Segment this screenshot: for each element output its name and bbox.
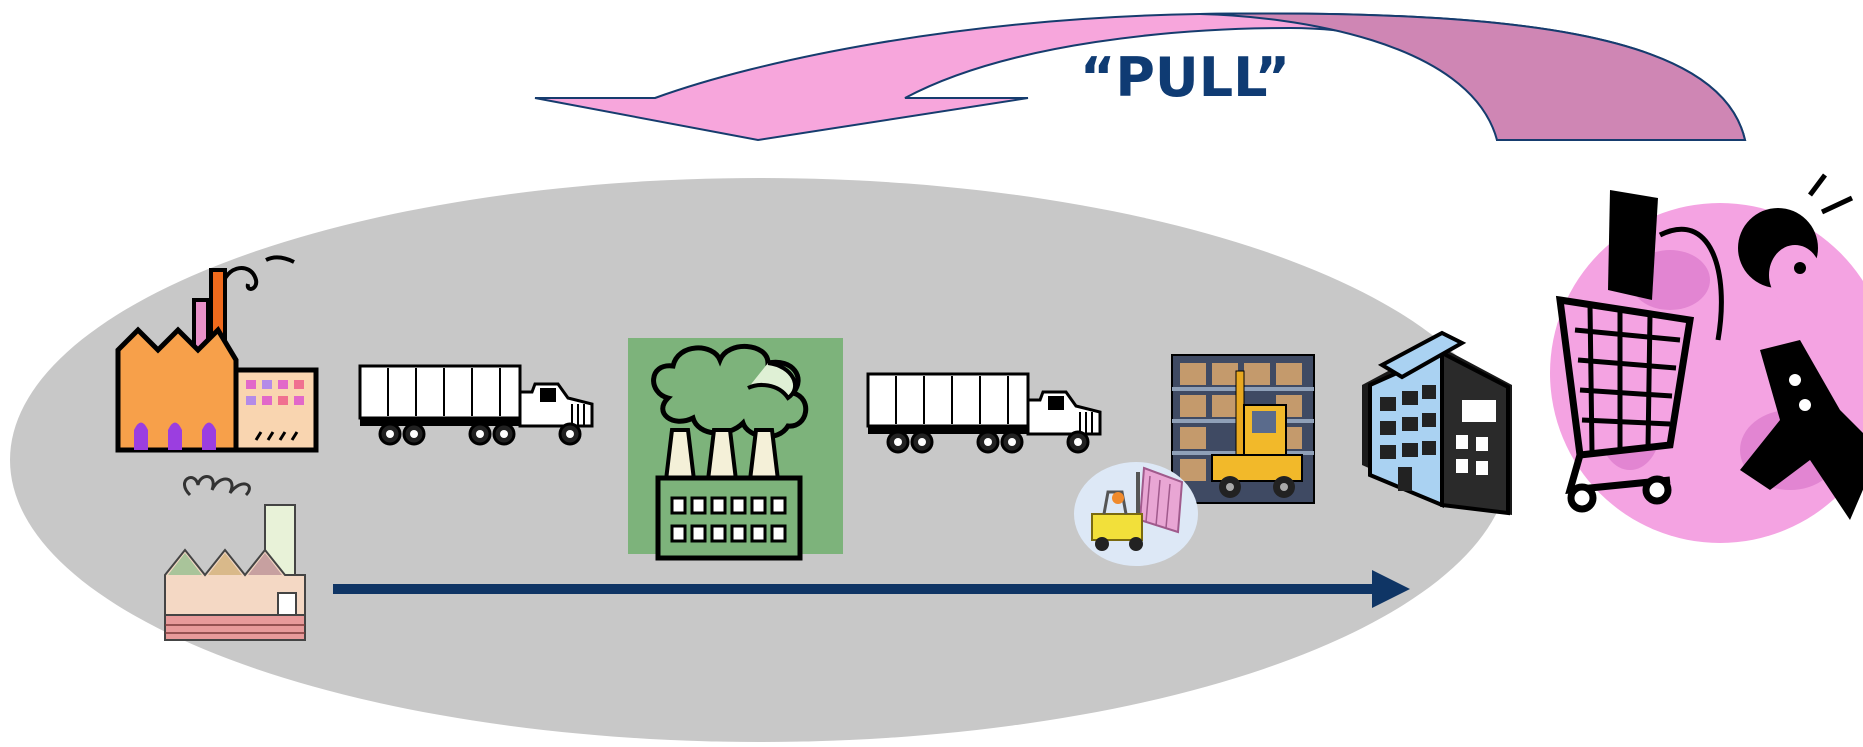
retail-building-icon: [1362, 330, 1512, 516]
pull-label: “PULL”: [1080, 46, 1290, 109]
truck-icon: [358, 364, 594, 446]
manufacturer-factory-icon: [628, 338, 843, 561]
small-forklift-icon: [1074, 462, 1198, 566]
shopper-with-cart-icon: [1550, 173, 1863, 543]
pull-arrow: [534, 12, 1747, 142]
truck-icon: [866, 372, 1102, 454]
raw-material-factory-icon: [115, 255, 319, 453]
warehouse-forklift-icon: [1171, 354, 1315, 504]
raw-material-plant-icon: [164, 475, 306, 641]
flow-arrow: [333, 570, 1410, 608]
